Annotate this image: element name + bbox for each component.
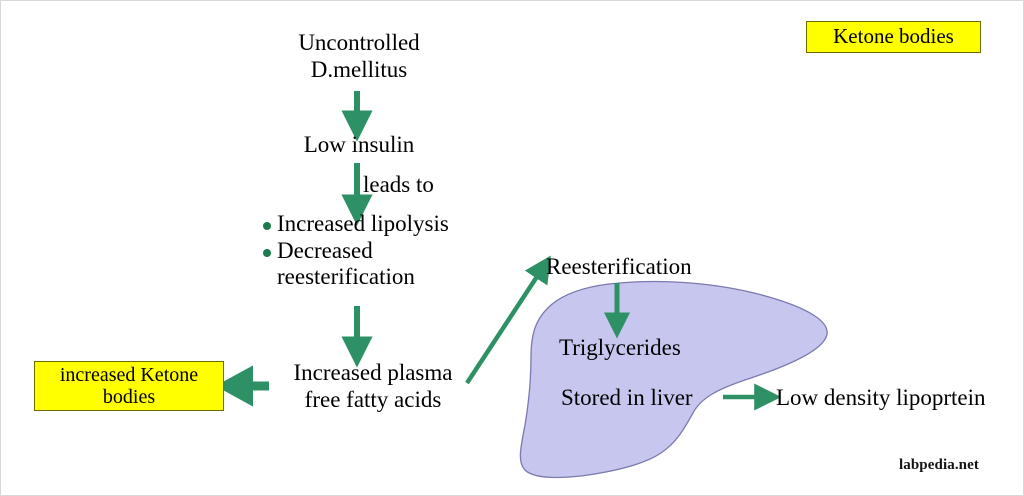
increased-ketone-line-2: bodies <box>102 386 156 408</box>
ketone-bodies-title-badge: Ketone bodies <box>806 21 981 53</box>
arrow-label-leads-to: leads to <box>363 171 483 198</box>
watermark-text: labpedia.net <box>899 457 979 473</box>
plasma-ffa-line-2: free fatty acids <box>304 387 442 413</box>
node-low-density-lipoprotein: Low density lipoprtein <box>776 384 1023 411</box>
node-low-insulin: Low insulin <box>269 131 449 158</box>
triglycerides-label: Triglycerides <box>559 335 681 360</box>
uncontrolled-line-1: Uncontrolled <box>298 30 420 55</box>
ketone-bodies-title-text: Ketone bodies <box>833 24 954 49</box>
node-triglycerides: Triglycerides <box>559 334 739 361</box>
node-increased-plasma-free-fatty-acids: Increased plasma free fatty acids <box>273 359 473 413</box>
uncontrolled-line-2: D.mellitus <box>310 57 408 83</box>
list-item: Decreased reesterification <box>263 238 513 291</box>
increased-ketone-line-1: increased Ketone <box>59 363 199 386</box>
effect-label-decreased-reesterification: Decreased reesterification <box>277 237 415 290</box>
node-stored-in-liver: Stored in liver <box>561 384 741 411</box>
node-increased-ketone-bodies: increased Ketone bodies <box>34 361 224 411</box>
leads-to-label: leads to <box>363 172 434 197</box>
low-insulin-label: Low insulin <box>303 132 415 157</box>
list-item: Increased lipolysis <box>263 211 513 238</box>
effects-list: Increased lipolysis Decreased reesterifi… <box>263 211 513 291</box>
node-uncontrolled-diabetes-mellitus: Uncontrolled D.mellitus <box>269 29 449 83</box>
plasma-ffa-line-1: Increased plasma <box>293 360 453 385</box>
reesterification-label: Reesterification <box>546 254 692 279</box>
watermark: labpedia.net <box>899 457 979 474</box>
bullet-dot-icon <box>263 222 271 230</box>
liver-shape <box>519 280 828 479</box>
node-reesterification: Reesterification <box>546 253 746 280</box>
effect-label-increased-lipolysis: Increased lipolysis <box>277 211 449 236</box>
stored-in-liver-label: Stored in liver <box>561 385 693 410</box>
ldl-label: Low density lipoprtein <box>776 385 986 410</box>
bullet-dot-icon <box>263 248 271 257</box>
